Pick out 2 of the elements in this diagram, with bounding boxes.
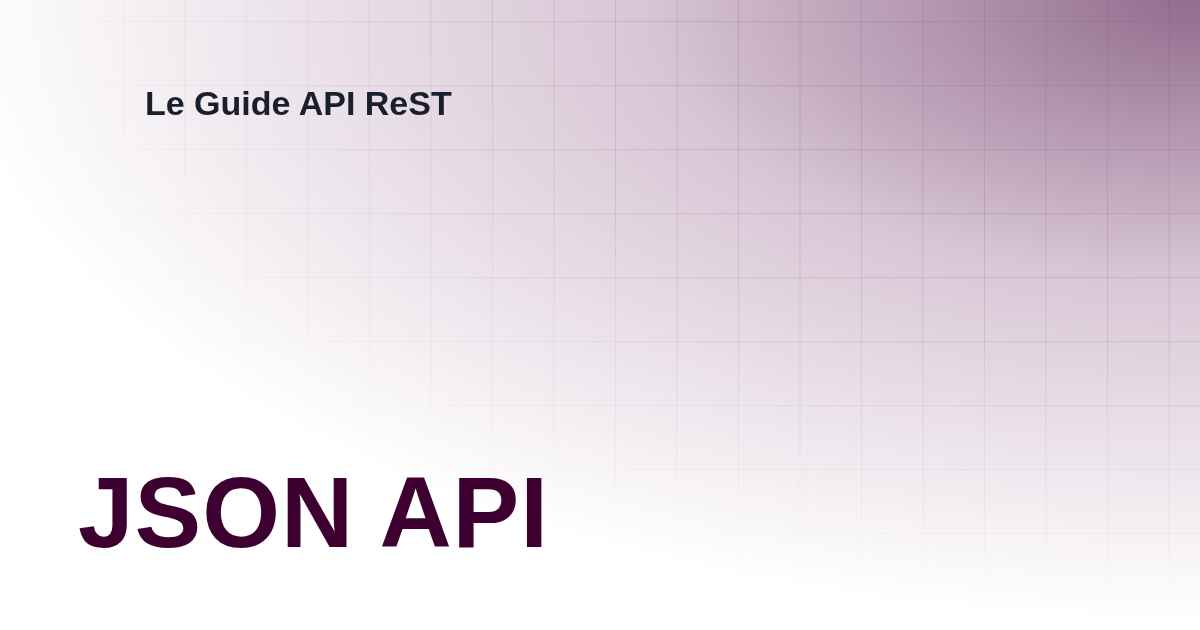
title: JSON API <box>78 455 550 570</box>
subtitle: Le Guide API ReST <box>145 84 452 123</box>
